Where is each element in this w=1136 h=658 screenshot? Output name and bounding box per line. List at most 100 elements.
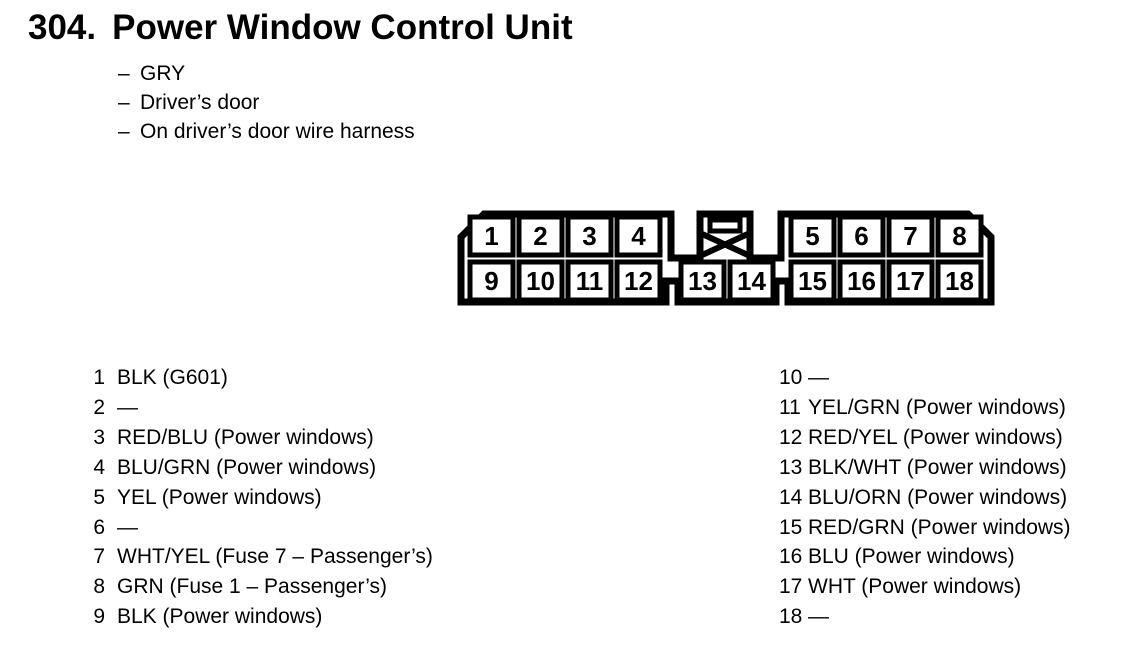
pin-list-right: 10 — 11 YEL/GRN (Power windows) 12 RED/Y… [779,363,1071,632]
pin-description: BLK/WHT (Power windows) [808,455,1067,479]
pin-number: 18 [779,605,803,629]
bullet-list: – GRY – Driver’s door – On driver’s door… [118,59,415,146]
pin-description: WHT (Power windows) [808,575,1022,599]
connector-cell [678,259,727,303]
connector-cell-number: 2 [533,221,547,251]
pin-description: WHT/YEL (Fuse 7 – Passenger’s) [117,545,433,569]
connector-cell-number: 18 [945,266,974,296]
pin-row: 17 WHT (Power windows) [779,572,1071,602]
bullet-label: Driver’s door [140,91,260,114]
bullet-item-harness: – On driver’s door wire harness [118,117,415,146]
bullet-item-location: – Driver’s door [118,88,415,117]
keying-cross-icon [698,230,752,259]
pin-row: 13 BLK/WHT (Power windows) [779,453,1071,483]
connector-cell [614,259,663,303]
keying-tab-icon [707,217,743,234]
connector-cell-number: 14 [737,266,766,296]
pin-row: 14 BLU/ORN (Power windows) [779,483,1071,513]
pin-description: RED/YEL (Power windows) [808,425,1063,449]
pin-row: 6 — [86,513,433,543]
pin-number: 6 [93,515,105,539]
pin-number: 4 [93,455,105,479]
connector-cell [788,214,837,258]
bullet-label: GRY [140,62,186,85]
pin-row: 3 RED/BLU (Power windows) [86,423,433,453]
bullet-label: On driver’s door wire harness [140,120,415,143]
pin-description: BLU/GRN (Power windows) [117,455,377,479]
pin-row: 16 BLU (Power windows) [779,542,1071,572]
pin-number: 15 [779,515,803,539]
pin-number: 10 [779,366,803,389]
pin-description: RED/BLU (Power windows) [117,425,374,449]
pin-number: 5 [93,485,105,509]
connector-cell [837,214,886,258]
pin-number: 8 [93,575,105,599]
connector-cell [727,259,776,303]
section-number: 304. [28,8,97,47]
pin-description: BLK (G601) [117,366,228,389]
connector-cell-number: 13 [688,266,717,296]
connector-cell-number: 16 [847,266,876,296]
connector-cell [788,259,837,303]
pin-list-left: 1 BLK (G601) 2 — 3 RED/BLU (Power window… [86,363,433,632]
pin-number: 16 [779,545,803,569]
pin-number: 3 [93,425,105,449]
pin-row: 1 BLK (G601) [86,363,433,393]
connector-cell [935,214,984,258]
connector-cell-number: 6 [854,221,868,251]
bullet-dash: – [118,62,130,85]
pin-row: 2 — [86,393,433,423]
pin-description: YEL (Power windows) [117,485,322,509]
pin-row: 15 RED/GRN (Power windows) [779,513,1071,543]
connector-diagram: 1 2 3 4 5 6 7 8 9 10 11 12 13 14 15 16 1… [457,210,995,306]
connector-cell [516,214,565,258]
pin-description: BLU/ORN (Power windows) [808,485,1068,509]
pin-row: 4 BLU/GRN (Power windows) [86,453,433,483]
connector-cell [886,214,935,258]
pin-description: — [117,395,138,419]
connector-cell-number: 11 [576,266,604,296]
pin-description: GRN (Fuse 1 – Passenger’s) [117,575,387,599]
connector-cell [837,259,886,303]
pin-row: 11 YEL/GRN (Power windows) [779,393,1071,423]
pin-number: 9 [93,605,105,629]
pin-number: 11 [779,395,801,419]
pin-row: 9 BLK (Power windows) [86,602,433,632]
pin-row: 12 RED/YEL (Power windows) [779,423,1071,453]
connector-cell-number: 3 [582,221,596,251]
connector-cell-number: 10 [526,266,555,296]
connector-cell [935,259,984,303]
pin-number: 12 [779,425,803,449]
pin-description: — [117,515,138,539]
connector-cell [614,214,663,258]
connector-cell-number: 4 [631,221,646,251]
connector-cell-number: 12 [624,266,653,296]
pin-description: RED/GRN (Power windows) [808,515,1071,539]
pin-row: 18 — [779,602,1071,632]
pin-row: 8 GRN (Fuse 1 – Passenger’s) [86,572,433,602]
connector-cell-number: 17 [896,266,925,296]
pin-number: 1 [93,366,105,389]
connector-cell-number: 7 [903,221,917,251]
pin-number: 13 [779,455,803,479]
connector-cell-number: 15 [798,266,827,296]
pin-row: 5 YEL (Power windows) [86,483,433,513]
connector-cell [565,259,614,303]
pin-row: 7 WHT/YEL (Fuse 7 – Passenger’s) [86,542,433,572]
bullet-item-color: – GRY [118,59,415,88]
pin-number: 7 [93,545,105,569]
connector-cell-number: 9 [484,266,498,296]
pin-number: 17 [779,575,803,599]
bullet-dash: – [118,91,130,114]
pin-number: 14 [779,485,803,509]
connector-cell [467,259,516,303]
pin-description: BLU (Power windows) [808,545,1015,569]
pin-description: — [808,605,829,629]
pin-row: 10 — [779,363,1071,393]
pin-number: 2 [93,395,105,419]
connector-cell [516,259,565,303]
pin-description: BLK (Power windows) [117,605,323,629]
bullet-dash: – [118,120,130,143]
pin-description: YEL/GRN (Power windows) [808,395,1066,419]
